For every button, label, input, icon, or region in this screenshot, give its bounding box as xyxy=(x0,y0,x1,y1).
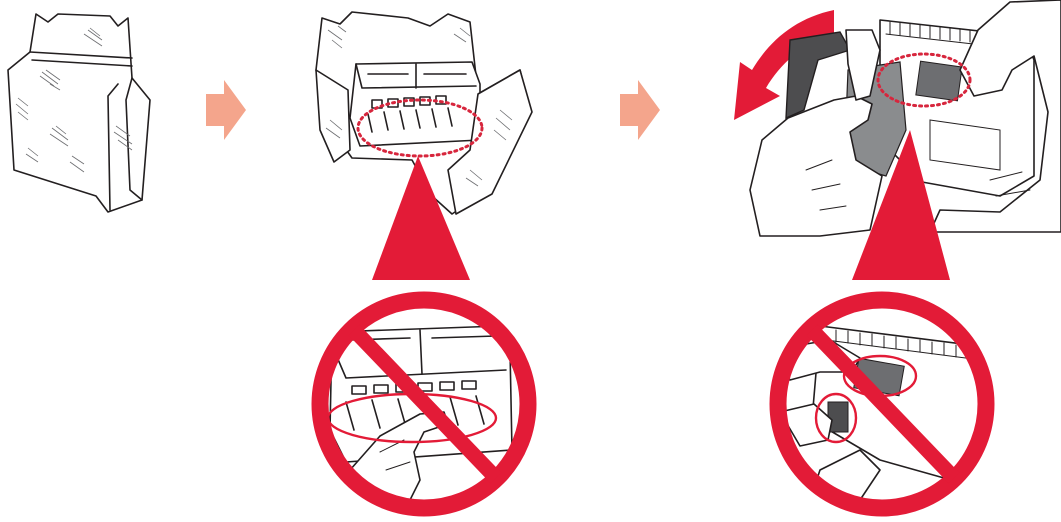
step-arrow-icon xyxy=(620,80,660,140)
rotation-arrow-icon xyxy=(734,10,834,120)
step-arrow-icon xyxy=(206,80,246,140)
prohibition-icon xyxy=(320,300,528,520)
prohibition-icon xyxy=(770,300,1020,508)
bag-icon xyxy=(8,14,150,212)
